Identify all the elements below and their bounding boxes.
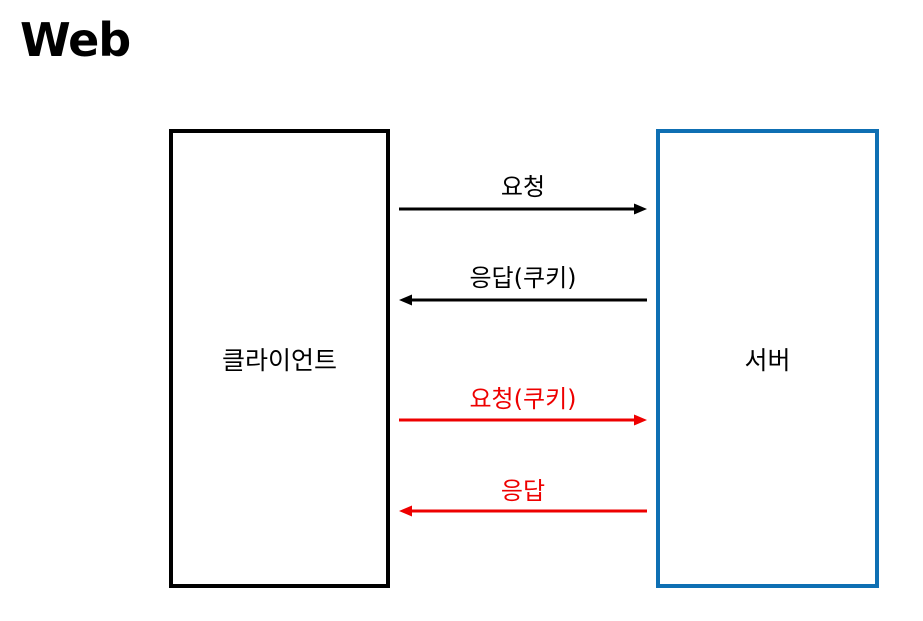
page-title: Web: [20, 13, 131, 67]
response-arrow: [399, 505, 647, 517]
client-box: 클라이언트: [169, 129, 390, 588]
request-cookie-label: 요청(쿠키): [469, 385, 577, 413]
response-cookie-arrow: [399, 294, 647, 306]
request-label: 요청: [500, 173, 546, 201]
server-box: 서버: [656, 129, 879, 588]
request-arrow: [399, 203, 647, 215]
client-label: 클라이언트: [221, 345, 337, 375]
response-cookie-label: 응답(쿠키): [469, 264, 577, 292]
server-label: 서버: [744, 345, 791, 375]
response-label: 응답: [500, 477, 546, 505]
request-cookie-arrow: [399, 414, 647, 426]
